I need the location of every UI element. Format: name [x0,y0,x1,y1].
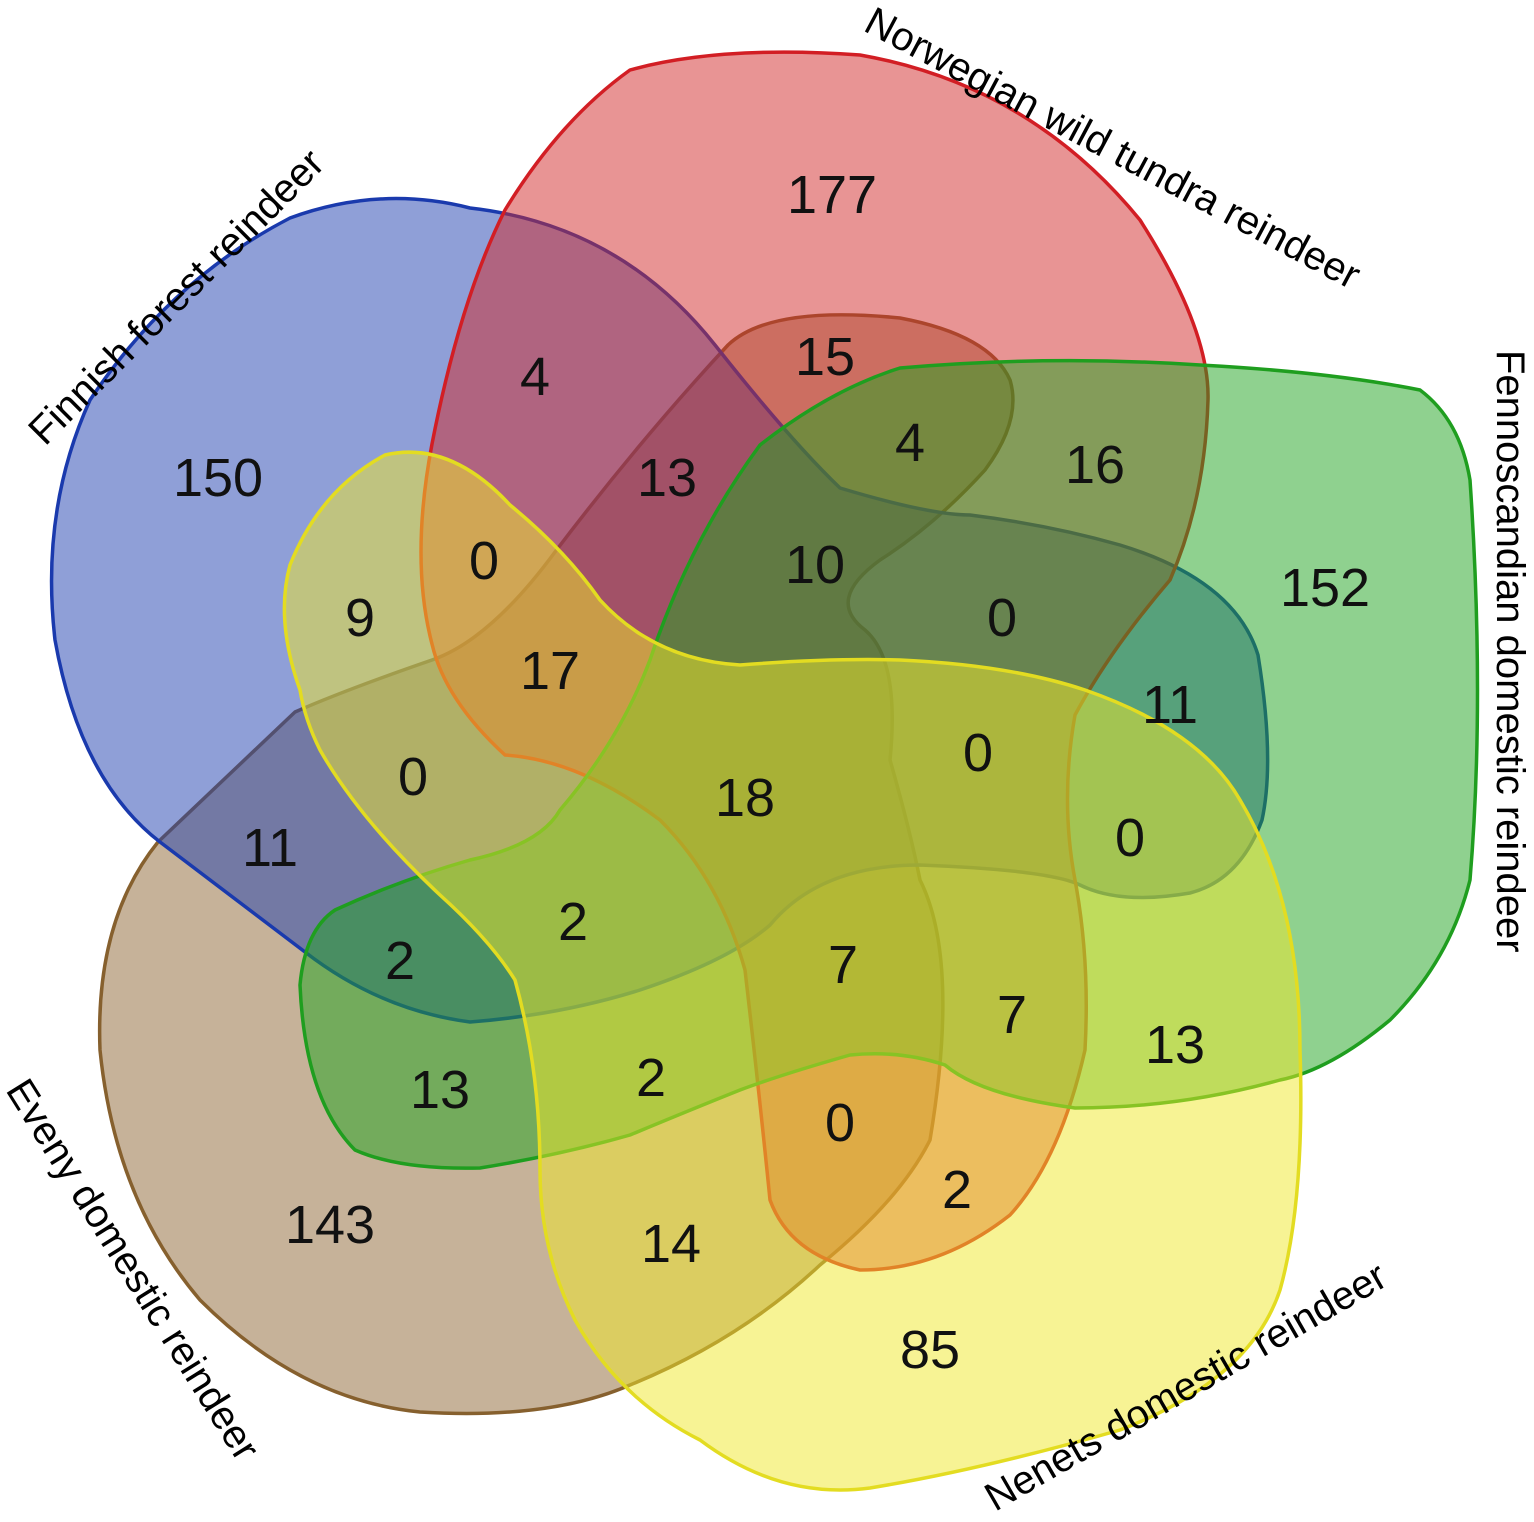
region-count: 0 [1115,808,1145,868]
region-count: 0 [469,531,499,591]
region-count: 16 [1065,435,1125,495]
region-count: 2 [636,1048,666,1108]
region-count: 15 [795,327,855,387]
region-count: 4 [520,347,550,407]
region-count: 11 [242,818,298,878]
region-count: 0 [398,747,428,807]
region-count: 13 [1145,1015,1205,1075]
region-count: 0 [963,723,993,783]
region-count: 10 [785,535,845,595]
region-count: 150 [173,448,263,508]
region-count: 85 [900,1320,960,1380]
region-count: 2 [558,892,588,952]
region-count: 0 [987,588,1017,648]
region-count: 152 [1280,558,1370,618]
region-count: 143 [285,1195,375,1255]
nenets-set-shape [282,450,1303,1492]
region-count: 14 [641,1214,701,1274]
region-count: 2 [942,1160,972,1220]
region-count: 9 [345,588,375,648]
region-count: 11 [1142,675,1198,735]
region-count: 4 [895,413,925,473]
region-count: 177 [787,165,877,225]
region-count: 17 [520,641,580,701]
region-count: 0 [825,1093,855,1153]
region-count: 2 [385,931,415,991]
region-count: 7 [828,935,858,995]
region-count: 18 [715,768,775,828]
region-count: 13 [410,1060,470,1120]
region-count: 13 [637,448,697,508]
fennoscandian-set-label: Fennoscandian domestic reindeer [1488,350,1532,953]
region-count: 7 [997,985,1027,1045]
